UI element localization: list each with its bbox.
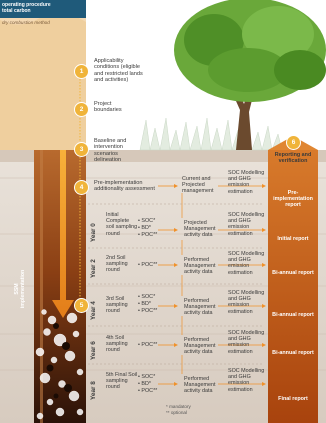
- row-2-management: Performed Management activity data: [184, 257, 216, 276]
- row-5-report: Final report: [278, 396, 308, 402]
- row-3-modelling: SOC Modelling and GHG emission estimatio…: [228, 290, 265, 315]
- year-0-label: Year 0: [90, 223, 97, 242]
- row-2-modelling: SOC Modelling and GHG emission estimatio…: [228, 251, 265, 276]
- footnote-optional: ** optional: [166, 410, 187, 415]
- step-5-circle: 5: [74, 298, 89, 313]
- row-1-measure-1: • SOC*: [138, 218, 156, 224]
- soil-core-pebbles: [35, 304, 84, 420]
- row-5-measure-2: • BD*: [138, 381, 151, 387]
- year-4-label: Year 4: [90, 301, 97, 320]
- row-1-management: Projected Management activity data: [184, 220, 216, 239]
- step-4-circle: 4: [74, 180, 89, 195]
- row-4-report: Bi-annual report: [272, 350, 314, 356]
- step-1-circle: 1: [74, 64, 89, 79]
- row-1-sampling: Initial Complete soil sampling round: [106, 212, 138, 237]
- row-2-measure-1: • POC**: [138, 262, 158, 268]
- row-4-measure-1: • POC**: [138, 342, 158, 348]
- header-map-texture: [0, 12, 86, 150]
- soil-core-pebbles-dark: [46, 323, 72, 399]
- row-2-sampling: 2nd Soil sampling round: [106, 255, 128, 274]
- row-5-management: Performed Management activity data: [184, 376, 216, 395]
- footnote-mandatory: * mandatory: [166, 404, 191, 409]
- row-3-report: Bi-annual report: [272, 312, 314, 318]
- row-0-report: Pre-implementation report: [273, 190, 313, 208]
- header-line-2: total carbon: [2, 8, 31, 14]
- row-1-modelling: SOC Modelling and GHG emission estimatio…: [228, 212, 265, 237]
- row-1-measure-2: • BD*: [138, 225, 151, 231]
- step-3-label: Baseline and intervention scenarios deli…: [94, 138, 127, 163]
- report-column: [268, 150, 318, 423]
- row-arrowheads: [174, 184, 266, 386]
- row-0-management: Current and Projected management: [182, 176, 214, 195]
- row-5-measure-3: • POC**: [138, 388, 158, 394]
- row-3-measure-2: • BD*: [138, 301, 151, 307]
- row-5-sampling: 5th Final Soil sampling round: [106, 372, 138, 391]
- row-3-measure-3: • POC**: [138, 308, 158, 314]
- header-line-3: dry combustion method: [2, 20, 50, 25]
- header-banner: [0, 0, 86, 18]
- row-0-modelling: SOC Modelling and GHG emission estimatio…: [228, 170, 265, 195]
- ssm-implementation-label: SSM implementation: [14, 269, 26, 309]
- step-4-label: Pre-implementation additionality assessm…: [94, 180, 155, 193]
- step-6-circle: 6: [286, 135, 301, 150]
- step-2-circle: 2: [74, 102, 89, 117]
- step-6-label: Reporting and verification: [274, 152, 312, 164]
- implementation-arrow: [52, 150, 74, 318]
- row-4-modelling: SOC Modelling and GHG emission estimatio…: [228, 330, 265, 355]
- header-line-1: operating procedure: [2, 2, 51, 8]
- year-6-label: Year 6: [90, 341, 97, 360]
- row-5-measure-1: • SOC*: [138, 374, 156, 380]
- step-1-label: Applicability conditions (eligible and r…: [94, 58, 143, 83]
- grass-strip: [139, 117, 283, 151]
- row-2-report: Bi-annual report: [272, 270, 314, 276]
- year-2-label: Year 2: [90, 259, 97, 278]
- row-1-report: Initial report: [277, 236, 309, 242]
- row-3-sampling: 3rd Soil sampling round: [106, 296, 128, 315]
- row-3-measure-1: • SOC*: [138, 294, 156, 300]
- row-3-management: Performed Management activity data: [184, 298, 216, 317]
- row-4-sampling: 4th Soil sampling round: [106, 335, 128, 354]
- step-2-label: Project boundaries: [94, 101, 122, 114]
- row-1-measure-3: • POC**: [138, 232, 158, 238]
- year-8-label: Year 8: [90, 381, 97, 400]
- step-3-circle: 3: [74, 142, 89, 157]
- row-4-management: Performed Management activity data: [184, 337, 216, 356]
- row-5-modelling: SOC Modelling and GHG emission estimatio…: [228, 368, 265, 393]
- tree-trunk: [232, 86, 255, 150]
- row-arrows: [158, 185, 262, 385]
